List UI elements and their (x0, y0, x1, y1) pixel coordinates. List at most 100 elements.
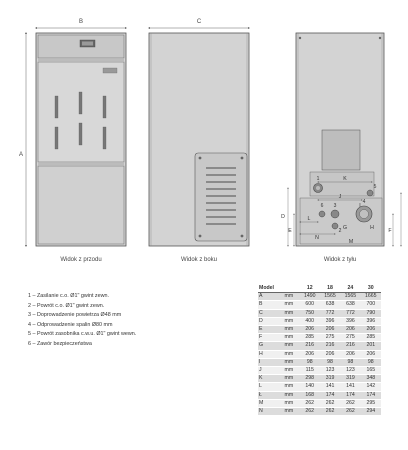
table-cell: I (258, 358, 284, 368)
table-cell: N (258, 407, 284, 417)
table-cell: 206 (340, 350, 361, 359)
table-cell: mm (283, 399, 300, 409)
dim-label-g: G (343, 225, 347, 231)
table-cell: 141 (319, 382, 341, 392)
table-cell: 700 (360, 300, 381, 310)
table-cell: M (258, 399, 284, 409)
lower-door (37, 165, 125, 245)
dim-label-d: D (281, 214, 285, 220)
table-cell: 638 (340, 300, 361, 310)
table-header: 18 (319, 285, 341, 294)
dim-label-m: M (349, 239, 353, 245)
table-cell: 348 (360, 374, 381, 384)
table-cell: 262 (299, 407, 320, 417)
table-cell: mm (283, 292, 300, 302)
table-cell: 396 (319, 317, 341, 327)
table-cell: mm (283, 350, 300, 359)
table-cell: D (258, 317, 284, 327)
legend-item: 2 – Powrót c.o. Ø1" gwint zewn. (28, 302, 105, 309)
dim-label-b: B (79, 19, 83, 25)
table-cell: 1490 (299, 292, 320, 302)
table-header: Model (258, 285, 284, 294)
table-cell: 262 (340, 399, 361, 409)
dim-label-l: L (308, 216, 311, 222)
table-cell: mm (283, 341, 300, 351)
table-cell: 174 (319, 391, 341, 400)
table-cell: 294 (360, 407, 381, 417)
caption-front-view: Widok z przodu (60, 257, 102, 263)
table-cell: 262 (299, 399, 320, 409)
caption-side-view: Widok z boku (180, 257, 218, 263)
table-cell: A (258, 292, 284, 302)
table-cell: L (258, 382, 284, 392)
legend-item: 5 – Powrót zasobnika c.w.u. Ø1" gwint we… (28, 331, 137, 338)
table-cell: 201 (360, 341, 381, 351)
legend-item: 3 – Doprowadzenie powietrza Ø48 mm (28, 312, 122, 319)
outlet-2-icon (331, 222, 339, 230)
table-cell: 275 (319, 333, 341, 343)
table-cell: 98 (340, 358, 361, 368)
table-cell: 262 (319, 407, 341, 417)
table-header: 24 (340, 285, 361, 294)
table-cell: 275 (340, 333, 361, 343)
rear-upper-cover (321, 129, 361, 171)
table-cell: E (258, 325, 284, 335)
air-inlet-icon (330, 209, 340, 219)
outlet-5-icon (366, 189, 374, 197)
table-cell: 1565 (319, 292, 341, 302)
dim-label-f: F (388, 228, 391, 234)
table-header: 12 (299, 285, 320, 294)
dim-label-e: E (288, 228, 292, 234)
callout-4: 4 (363, 199, 366, 205)
rear-view: 1 2 3 4 5 6 K J L N G H M I D E (281, 32, 402, 247)
table-cell: 319 (340, 374, 361, 384)
table-cell: 174 (340, 391, 361, 400)
table-cell: 295 (360, 399, 381, 409)
table-cell: 115 (299, 366, 320, 376)
table-cell: 206 (299, 350, 320, 359)
table-cell: 216 (299, 341, 320, 351)
table-cell: 216 (319, 341, 341, 351)
table-cell: C (258, 309, 284, 318)
table-cell: 142 (360, 382, 381, 392)
rear-plate (309, 171, 375, 197)
table-cell: 772 (340, 309, 361, 318)
table-cell: 206 (360, 325, 381, 335)
rear-lower-box (299, 197, 383, 245)
table-cell: 206 (340, 325, 361, 335)
table-cell: 750 (299, 309, 320, 318)
table-cell: mm (283, 391, 300, 400)
table-cell: 285 (360, 333, 381, 343)
table-cell: Ł (258, 391, 284, 400)
dim-label-c: C (197, 19, 202, 25)
caption-rear-view: Widok z tyłu (323, 257, 357, 263)
technical-drawing: B A C (19, 19, 402, 247)
table-cell: 98 (360, 358, 381, 368)
table-cell: 206 (299, 325, 320, 335)
table-cell: 165 (360, 366, 381, 376)
table-cell: 206 (319, 325, 341, 335)
table-cell: 123 (319, 366, 341, 376)
callout-5: 5 (374, 184, 377, 190)
legend-item: 4 – Odprowadzenie spalin Ø80 mm (28, 321, 113, 328)
table-cell: mm (283, 366, 300, 376)
connections-legend: 1 – Zasilanie c.o. Ø1" gwint zewn. 2 – P… (28, 292, 243, 350)
side-service-panel (194, 152, 248, 242)
table-cell: B (258, 300, 284, 310)
table-cell: 638 (319, 300, 341, 310)
table-header: 30 (360, 285, 381, 294)
table-cell: mm (283, 358, 300, 368)
table-cell: 396 (340, 317, 361, 327)
